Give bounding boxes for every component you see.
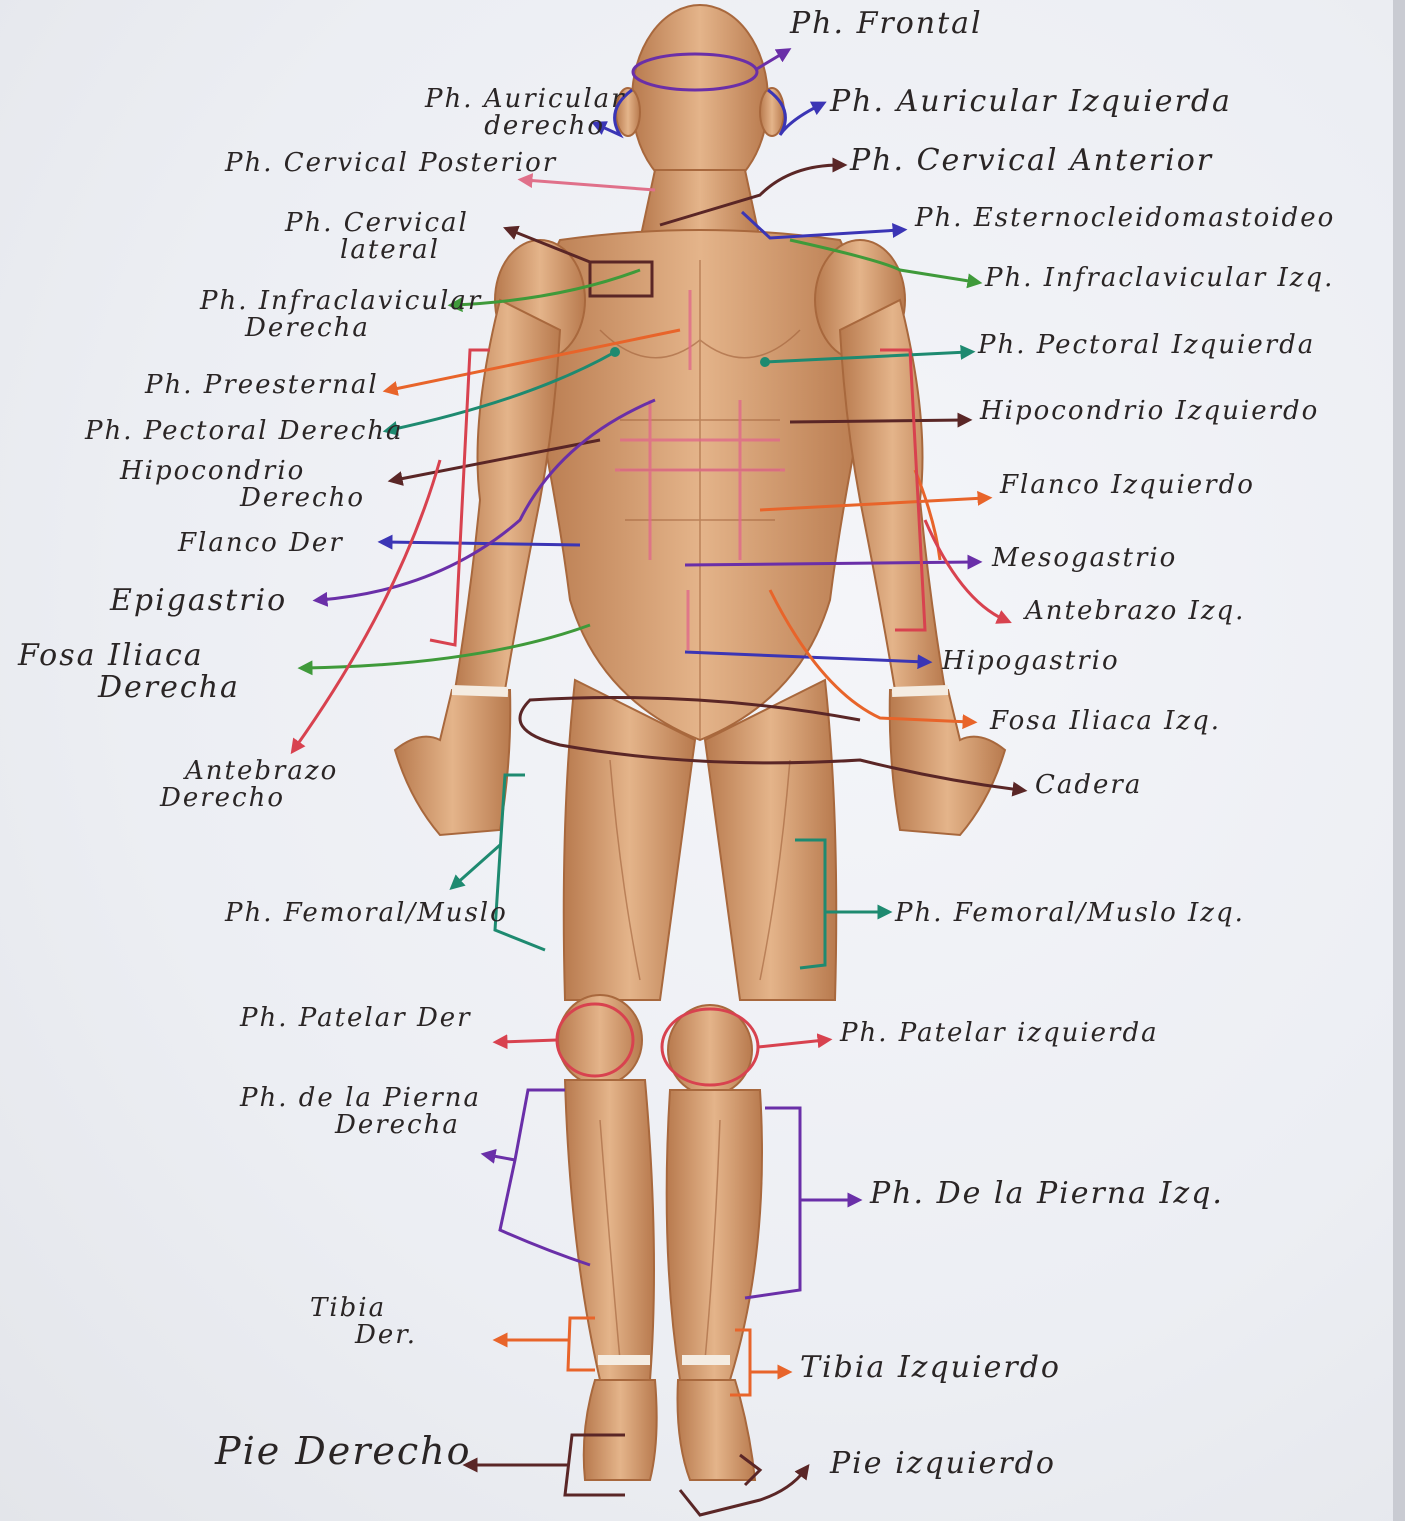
label-pierna-izq: Ph. De la Pierna Izq. [870, 1178, 1224, 1210]
label-infraclavicular-derecha-2: Derecha [200, 315, 482, 342]
label-antebrazo-derecho-2: Derecho [160, 785, 338, 812]
label-infraclavicular-izq: Ph. Infraclavicular Izq. [985, 265, 1334, 292]
label-tibia-der-1: Tibia [310, 1295, 417, 1322]
label-auricular-derecho: Ph. Auricular derecho [425, 86, 605, 141]
label-pie-derecho: Pie Derecho [215, 1432, 472, 1472]
label-fosa-iliaca-derecha-2: Derecha [18, 672, 240, 704]
label-frontal: Ph. Frontal [790, 8, 983, 40]
hand-right [395, 690, 510, 835]
label-epigastrio: Epigastrio [110, 585, 287, 617]
ear-left [760, 88, 784, 136]
label-fosa-iliaca-derecha: Fosa Iliaca Derecha [18, 640, 240, 703]
label-pierna-derecha-1: Ph. de la Pierna [240, 1085, 481, 1112]
head [632, 5, 768, 195]
label-mesogastrio: Mesogastrio [992, 545, 1177, 572]
label-hipogastrio: Hipogastrio [942, 648, 1120, 675]
label-hipocondrio-izquierdo: Hipocondrio Izquierdo [980, 398, 1319, 425]
label-hipocondrio-derecho-1: Hipocondrio [120, 458, 365, 485]
label-pierna-derecha: Ph. de la Pierna Derecha [240, 1085, 481, 1140]
label-cadera: Cadera [1035, 772, 1142, 799]
page-edge [1393, 0, 1405, 1521]
label-preesternal: Ph. Preesternal [145, 372, 379, 399]
label-auricular-derecho-1: Ph. Auricular [425, 86, 605, 113]
foot-right [584, 1380, 657, 1480]
label-hipocondrio-derecho: Hipocondrio Derecho [120, 458, 365, 513]
label-auricular-izquierda: Ph. Auricular Izquierda [830, 86, 1232, 118]
label-infraclavicular-derecha: Ph. Infraclavicular Derecha [200, 288, 482, 343]
label-femoral-muslo-izq: Ph. Femoral/Muslo Izq. [895, 900, 1245, 927]
label-antebrazo-izq: Antebrazo Izq. [1025, 598, 1245, 625]
label-tibia-der: Tibia Der. [310, 1295, 417, 1350]
label-antebrazo-derecho-1: Antebrazo [160, 758, 338, 785]
label-fosa-iliaca-izq: Fosa Iliaca Izq. [990, 708, 1221, 735]
label-tibia-der-2: Der. [310, 1322, 417, 1349]
label-pie-izquierdo: Pie izquierdo [830, 1448, 1056, 1480]
label-cervical-lateral-1: Ph. Cervical [285, 210, 469, 237]
label-cervical-lateral: Ph. Cervical lateral [285, 210, 469, 265]
label-auricular-derecho-2: derecho [425, 113, 605, 140]
label-hipocondrio-derecho-2: Derecho [120, 485, 365, 512]
label-fosa-iliaca-derecha-1: Fosa Iliaca [18, 640, 240, 672]
label-pierna-derecha-2: Derecha [240, 1112, 481, 1139]
label-flanco-der: Flanco Der [178, 530, 344, 557]
label-patelar-der: Ph. Patelar Der [240, 1005, 472, 1032]
label-esternocleido: Ph. Esternocleidomastoideo [915, 205, 1335, 232]
label-tibia-izquierdo: Tibia Izquierdo [800, 1352, 1061, 1384]
label-cervical-lateral-2: lateral [285, 237, 469, 264]
label-infraclavicular-derecha-1: Ph. Infraclavicular [200, 288, 482, 315]
knee-right [558, 995, 642, 1085]
label-pectoral-izquierda: Ph. Pectoral Izquierda [978, 332, 1315, 359]
human-body [395, 5, 1005, 1480]
label-pectoral-derecha: Ph. Pectoral Derecha [85, 418, 404, 445]
label-cervical-posterior: Ph. Cervical Posterior [225, 150, 557, 177]
label-femoral-muslo: Ph. Femoral/Muslo [225, 900, 508, 927]
hand-left [890, 690, 1005, 835]
label-patelar-izquierda: Ph. Patelar izquierda [840, 1020, 1159, 1047]
label-cervical-anterior: Ph. Cervical Anterior [850, 145, 1213, 177]
label-antebrazo-derecho: Antebrazo Derecho [160, 758, 338, 813]
label-flanco-izquierdo: Flanco Izquierdo [1000, 472, 1255, 499]
